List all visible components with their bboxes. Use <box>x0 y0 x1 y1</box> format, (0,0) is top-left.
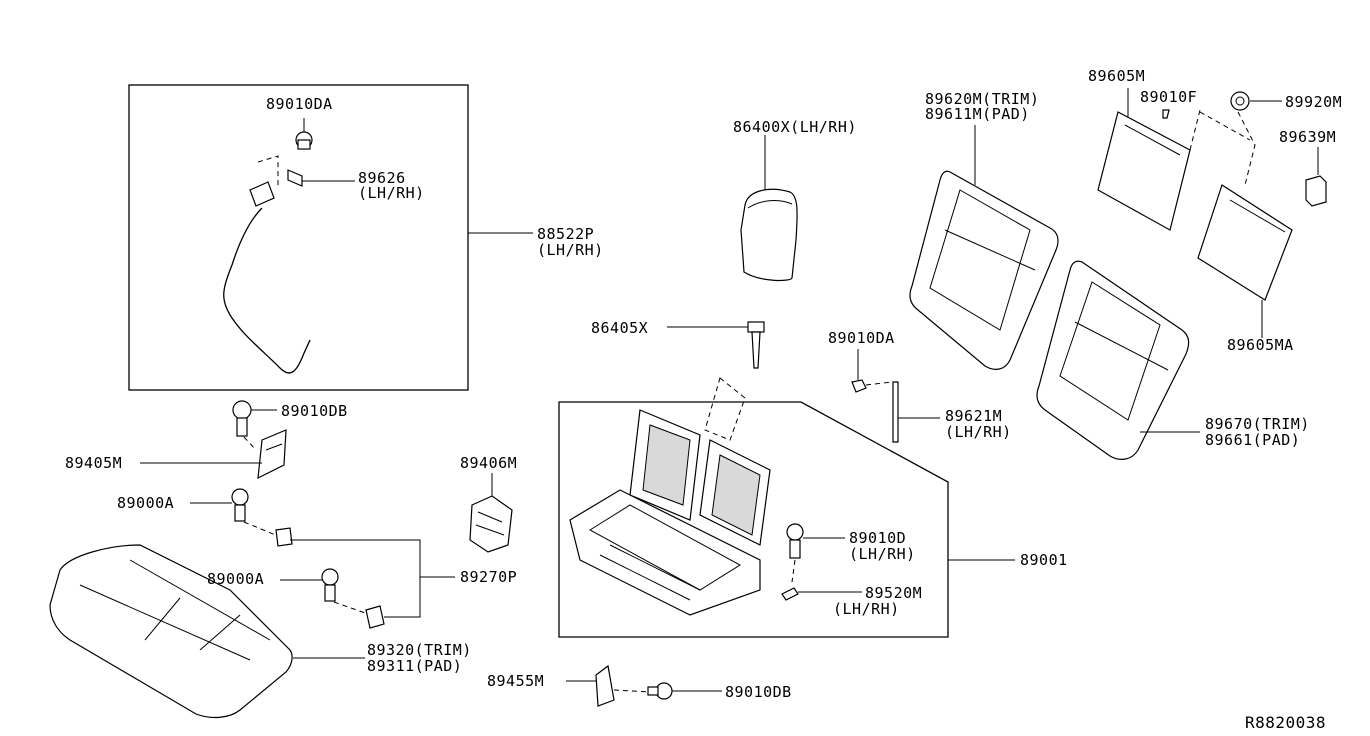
label-89270P: 89270P <box>460 568 518 586</box>
clip-89626 <box>287 169 355 187</box>
label-89001: 89001 <box>1020 551 1068 569</box>
label-89520M: 89520M <box>865 584 923 602</box>
label-89000A-b: 89000A <box>207 570 265 588</box>
seatback-89670 <box>1036 260 1200 460</box>
label-89920M: 89920M <box>1285 93 1343 111</box>
bolt-89010DB-bot <box>647 682 722 700</box>
label-89010F: 89010F <box>1140 88 1198 106</box>
label-89626: 89626 <box>358 169 406 187</box>
panel-89605MA <box>1197 184 1293 338</box>
panel-89605M <box>1097 88 1201 231</box>
label-89000A-a: 89000A <box>117 494 175 512</box>
label-89621M-sub: (LH/RH) <box>945 423 1012 441</box>
label-89405M: 89405M <box>65 454 123 472</box>
cover-89406M <box>469 473 513 553</box>
label-88522P: 88522P <box>537 225 595 243</box>
label-89311: 89311(PAD) <box>367 657 463 675</box>
label-89010DA-mid: 89010DA <box>828 329 895 347</box>
label-89605M: 89605M <box>1088 67 1146 85</box>
harness-wire-88522P <box>223 155 311 374</box>
label-89010DB-top: 89010DB <box>281 402 348 420</box>
bracket-89405M <box>140 429 287 480</box>
bolt-89010DA-top <box>295 118 313 150</box>
label-89621M: 89621M <box>945 407 1003 425</box>
label-89406M: 89406M <box>460 454 518 472</box>
screw-89010F <box>1162 109 1170 119</box>
knob-89920M <box>1199 91 1282 186</box>
leader-89270P <box>290 539 455 618</box>
diagram-reference-code: R8820038 <box>1245 713 1327 732</box>
label-89626-sub: (LH/RH) <box>358 184 425 202</box>
label-89661: 89661(PAD) <box>1205 431 1301 449</box>
harness-group-box <box>128 84 469 391</box>
headrest-86400X <box>740 135 798 282</box>
bolt-89010DB-top <box>232 400 277 451</box>
label-89010D: 89010D <box>849 529 907 547</box>
rod-89621M <box>892 381 940 443</box>
label-89611M: 89611M(PAD) <box>925 105 1030 123</box>
label-89010DA-top: 89010DA <box>266 95 333 113</box>
label-89620M: 89620M(TRIM) <box>925 90 1040 108</box>
label-89639M: 89639M <box>1279 128 1337 146</box>
seat-frame-89001 <box>569 409 771 616</box>
seat-cushion-89320 <box>49 544 365 719</box>
bracket-89455M <box>566 664 651 707</box>
bolt-89000A-b <box>280 568 385 629</box>
clip-89639M <box>1305 147 1327 207</box>
bolt-89010D <box>786 523 845 583</box>
label-89010D-sub: (LH/RH) <box>849 545 916 563</box>
label-89605MA: 89605MA <box>1227 336 1294 354</box>
label-86400X: 86400X(LH/RH) <box>733 118 857 136</box>
label-89010DB-bot: 89010DB <box>725 683 792 701</box>
label-89455M: 89455M <box>487 672 545 690</box>
label-88522P-sub: (LH/RH) <box>537 241 604 259</box>
label-86405X: 86405X <box>591 319 649 337</box>
pin-89520M <box>781 587 862 601</box>
label-89520M-sub: (LH/RH) <box>833 600 900 618</box>
bolt-89010DA-mid <box>851 349 893 393</box>
seatback-89620M <box>909 125 1059 370</box>
guide-86405X <box>667 321 765 441</box>
bolt-89000A-a <box>190 488 293 547</box>
label-89320: 89320(TRIM) <box>367 641 472 659</box>
label-89670: 89670(TRIM) <box>1205 415 1310 433</box>
